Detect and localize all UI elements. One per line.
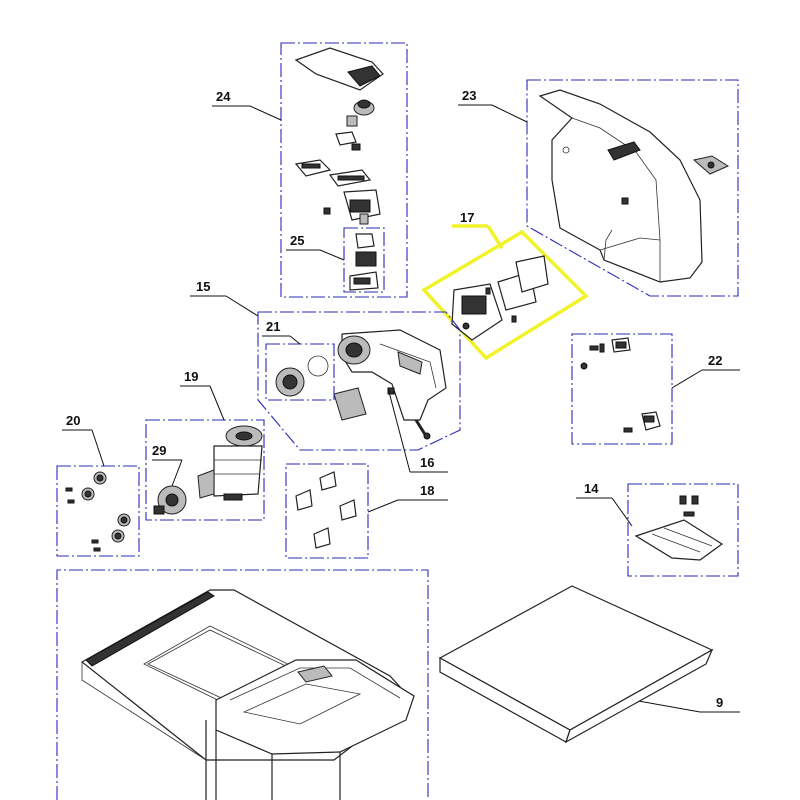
callout-21[interactable]: 21 [266,319,280,334]
callout-23[interactable]: 23 [462,88,476,103]
group-25[interactable]: 25 [286,227,385,293]
housing-shell-part [538,89,703,283]
group-21[interactable]: 21 [262,319,335,401]
group-base[interactable] [56,569,429,800]
group-24-outline [280,42,408,298]
drip-tray-grid-part [634,519,724,561]
callout-22[interactable]: 22 [708,353,722,368]
group-29[interactable]: 29 [152,443,187,515]
group-15-outline [257,311,461,451]
gasket-part [515,255,549,293]
group-19[interactable]: 19 [145,369,265,521]
callout-24[interactable]: 24 [216,89,231,104]
grinder-motor-part [213,445,263,497]
group-22[interactable]: 22 [571,333,740,445]
group-23-outline [526,79,739,297]
group-9[interactable]: 9 [438,585,740,744]
callout-16[interactable]: 16 [420,455,434,470]
group-14[interactable]: 14 [576,481,739,577]
group-14-outline [627,483,739,577]
callout-17[interactable]: 17 [460,210,474,225]
group-18-outline [285,463,369,559]
callout-18[interactable]: 18 [420,483,434,498]
group-20-outline [56,465,140,557]
callout-16-group[interactable]: 16 [387,387,448,473]
group-19-outline [145,419,265,521]
callout-15[interactable]: 15 [196,279,210,294]
callout-29[interactable]: 29 [152,443,166,458]
callout-20[interactable]: 20 [66,413,80,428]
group-15[interactable]: 15 [190,279,461,451]
group-17[interactable]: 17 [421,210,589,361]
filter-plate-part [333,387,367,421]
group-22-outline [571,333,673,445]
callout-9[interactable]: 9 [716,695,723,710]
group-base-outline [56,569,429,800]
group-24[interactable]: 24 [212,42,408,298]
cover-panel-part [438,585,714,731]
callout-14[interactable]: 14 [584,481,599,496]
group-20[interactable]: 20 [56,413,140,557]
callout-19[interactable]: 19 [184,369,198,384]
callout-25[interactable]: 25 [290,233,304,248]
group-23[interactable]: 23 [458,79,739,297]
group-18[interactable]: 18 [285,463,448,559]
o-ring-part [307,355,329,377]
